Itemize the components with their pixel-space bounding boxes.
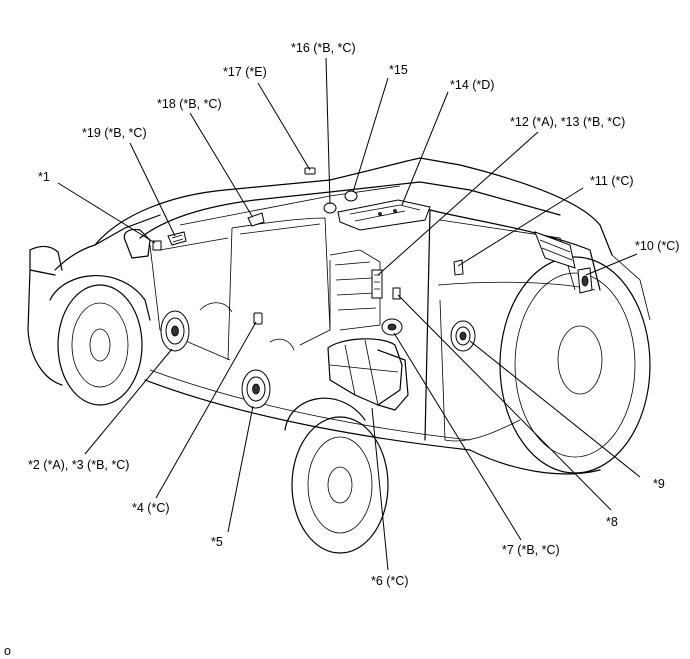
leader-line-12 (377, 131, 539, 276)
callout-16: *16 (*B, *C) (291, 41, 356, 55)
callout-10: *10 (*C) (635, 239, 679, 253)
leader-line-15 (352, 77, 389, 193)
leader-line-2 (84, 348, 173, 455)
pillar-tweeter-rear (247, 212, 265, 227)
callout-18: *18 (*B, *C) (157, 97, 222, 111)
callout-4: *4 (*C) (132, 501, 170, 515)
leader-lines (57, 57, 641, 571)
callout-5: *5 (211, 535, 223, 549)
door-switch-component (253, 312, 263, 325)
callout-12-13: *12 (*A), *13 (*B, *C) (510, 115, 625, 129)
callout-11: *11 (*C) (590, 174, 634, 188)
callout-15: *15 (389, 63, 408, 77)
roof-sensor-a (344, 190, 358, 202)
callout-9: *9 (653, 477, 665, 491)
quarter-window-antenna (371, 269, 383, 299)
antenna-module (392, 287, 401, 300)
leader-line-14 (401, 91, 449, 206)
roof-antenna-base (304, 167, 316, 175)
rear-defogger-grid (534, 231, 576, 269)
rear-door-speaker (241, 369, 271, 409)
leader-line-8 (397, 294, 612, 511)
roof-sensor-b (323, 202, 337, 214)
pillar-tweeter-front (167, 231, 187, 246)
rear-quarter-speaker (450, 320, 476, 352)
callout-6: *6 (*C) (371, 574, 409, 588)
leader-line-4 (155, 321, 257, 499)
corner-mark: o (4, 644, 11, 658)
callout-labels: *1 *2 (*A), *3 (*B, *C) *4 (*C) *5 *6 (*… (4, 41, 679, 658)
leader-line-16 (325, 57, 331, 205)
callout-1: *1 (38, 170, 50, 184)
callout-7: *7 (*B, *C) (502, 543, 560, 557)
leader-line-7 (393, 332, 522, 541)
back-door-speaker-right (577, 267, 593, 294)
callout-8: *8 (606, 515, 618, 529)
callout-19: *19 (*B, *C) (82, 126, 147, 140)
leader-line-5 (227, 405, 254, 533)
leader-line-10 (585, 253, 638, 276)
back-door-bracket (453, 259, 464, 276)
rear-amplifier-unit (381, 318, 403, 336)
leader-line-11 (457, 187, 584, 267)
leader-line-19 (129, 142, 176, 237)
callout-14: *14 (*D) (450, 78, 494, 92)
callout-2-3: *2 (*A), *3 (*B, *C) (28, 458, 129, 472)
leader-line-18 (189, 112, 253, 217)
front-door-connector (152, 240, 162, 251)
leader-line-9 (469, 340, 641, 478)
roof-control-module (337, 199, 431, 231)
front-door-speaker (160, 310, 190, 352)
callout-17: *17 (*E) (223, 65, 267, 79)
leader-line-6 (371, 407, 389, 571)
leader-line-17 (257, 82, 311, 171)
leader-line-1 (57, 182, 156, 244)
